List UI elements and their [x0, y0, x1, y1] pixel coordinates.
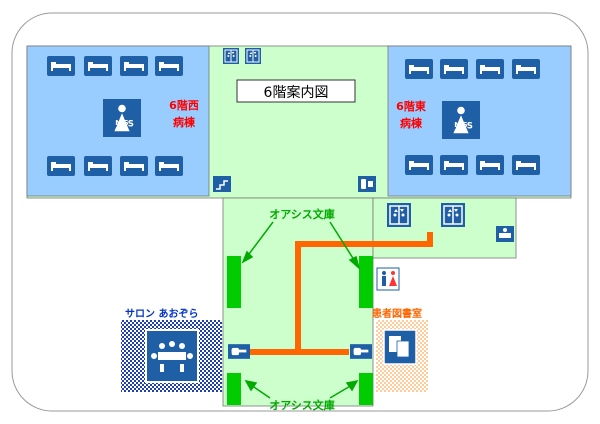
oasis-label-top: オアシス文庫: [269, 208, 335, 221]
bed-icon: [84, 156, 112, 176]
elevator-icon: [245, 48, 261, 64]
bed-icon: [47, 156, 75, 176]
map-title: 6階案内図: [263, 85, 329, 101]
bed-icon: [120, 56, 148, 76]
phone-icon: [358, 176, 376, 192]
east-nurse-station-label: N/S: [454, 121, 468, 129]
oasis-label-bottom: オアシス文庫: [269, 399, 335, 412]
pointing-hand-icon: [228, 344, 250, 359]
pointing-hand-icon: [350, 344, 372, 359]
books-icon: [383, 329, 417, 365]
bed-icon: [405, 155, 433, 175]
nurse-station-icon: [103, 99, 141, 137]
bed-icon: [512, 155, 540, 175]
elevator-icon: [387, 203, 411, 227]
oasis-arrows: [241, 221, 361, 399]
bed-icon: [440, 59, 468, 79]
library-label: 患者図書室: [372, 309, 422, 320]
oasis-shelf-right-lower: [359, 373, 373, 405]
bed-icon: [120, 156, 148, 176]
route-path: [250, 232, 433, 355]
bed-icon: [440, 155, 468, 175]
bed-icon: [405, 59, 433, 79]
escalator-icon: [213, 176, 231, 192]
salon-label: サロン あおぞら: [125, 309, 199, 320]
meeting-icon: [145, 329, 199, 383]
bed-icon: [512, 59, 540, 79]
oasis-shelf-left-lower: [227, 373, 241, 405]
title-box: [236, 79, 356, 103]
west-ward-label: 6階西 病棟: [164, 97, 204, 131]
east-ward-label-line2: 病棟: [400, 117, 422, 130]
bed-icon: [155, 156, 183, 176]
bed-icon: [476, 59, 504, 79]
oasis-shelf-left-upper: [227, 256, 241, 308]
bed-icon: [155, 56, 183, 76]
nurse-station-icon: [442, 101, 480, 139]
east-ward-label: 6階東 病棟: [391, 98, 431, 132]
west-ward-label-line2: 病棟: [173, 116, 195, 129]
elevator-icon: [223, 48, 239, 64]
west-nurse-station-label: N/S: [115, 119, 129, 127]
bed-icon: [47, 56, 75, 76]
oasis-shelf-right-upper: [359, 256, 373, 308]
east-ward-label-line1: 6階東: [396, 100, 426, 113]
bed-icon: [84, 56, 112, 76]
west-ward-label-line1: 6階西: [169, 99, 199, 112]
bed-icon: [476, 155, 504, 175]
toilet-icon: [376, 267, 400, 291]
washroom-icon: [496, 226, 514, 242]
elevator-icon: [441, 203, 465, 227]
